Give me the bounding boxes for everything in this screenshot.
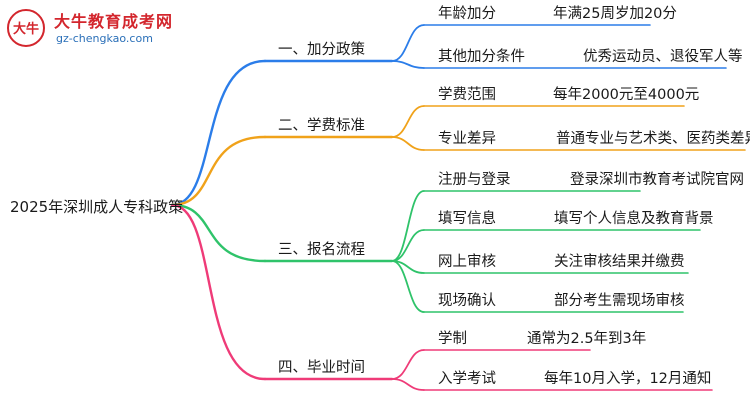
- logo-url: gz-chengkao.com: [56, 32, 153, 45]
- item-key: 年龄加分: [438, 6, 496, 22]
- item-value: 每年10月入学，12月通知: [544, 371, 712, 387]
- branch-label: 四、毕业时间: [278, 360, 365, 376]
- item-key: 专业差异: [438, 131, 496, 147]
- svg-text:大牛: 大牛: [13, 21, 39, 37]
- root-topic: 2025年深圳成人专科政策: [10, 198, 184, 216]
- root-connector: [170, 203, 267, 263]
- item-key: 填写信息: [438, 211, 496, 227]
- item-value: 部分考生需现场审核: [554, 293, 685, 309]
- item-connector: [391, 260, 425, 313]
- item-connector: [391, 60, 425, 69]
- item-value: 登录深圳市教育考试院官网: [570, 172, 744, 188]
- item-value: 普通专业与艺术类、医药类差异: [556, 131, 750, 147]
- root-connector: [170, 59, 267, 207]
- item-value: 关注审核结果并缴费: [554, 254, 685, 270]
- item-value: 每年2000元至4000元: [553, 87, 700, 103]
- item-value: 年满25周岁加20分: [553, 6, 677, 22]
- item-connector: [391, 378, 425, 391]
- root-connector: [170, 135, 267, 207]
- logo-title: 大牛教育成考网: [54, 12, 174, 31]
- item-connector: [391, 105, 425, 138]
- item-key: 网上审核: [438, 254, 496, 270]
- branch-label: 一、加分政策: [278, 42, 365, 58]
- item-connector: [391, 349, 425, 380]
- branch-label: 三、报名流程: [278, 242, 365, 258]
- item-key: 学费范围: [438, 87, 496, 103]
- item-key: 注册与登录: [438, 172, 511, 188]
- item-connector: [391, 136, 425, 151]
- item-key: 其他加分条件: [438, 49, 525, 65]
- item-value: 优秀运动员、退役军人等: [583, 49, 743, 65]
- logo-mark-icon: 大牛: [7, 9, 45, 47]
- item-key: 现场确认: [438, 293, 496, 309]
- root-connector: [170, 203, 267, 381]
- site-logo[interactable]: 大牛 大牛教育成考网 gz-chengkao.com: [4, 6, 194, 54]
- item-connector: [391, 190, 425, 262]
- item-value: 通常为2.5年到3年: [527, 331, 647, 347]
- branch-label: 二、学费标准: [278, 118, 365, 134]
- item-value: 填写个人信息及教育背景: [554, 211, 714, 227]
- item-connector: [391, 24, 425, 62]
- item-key: 入学考试: [438, 371, 496, 387]
- item-key: 学制: [438, 331, 467, 347]
- item-connector: [391, 229, 425, 262]
